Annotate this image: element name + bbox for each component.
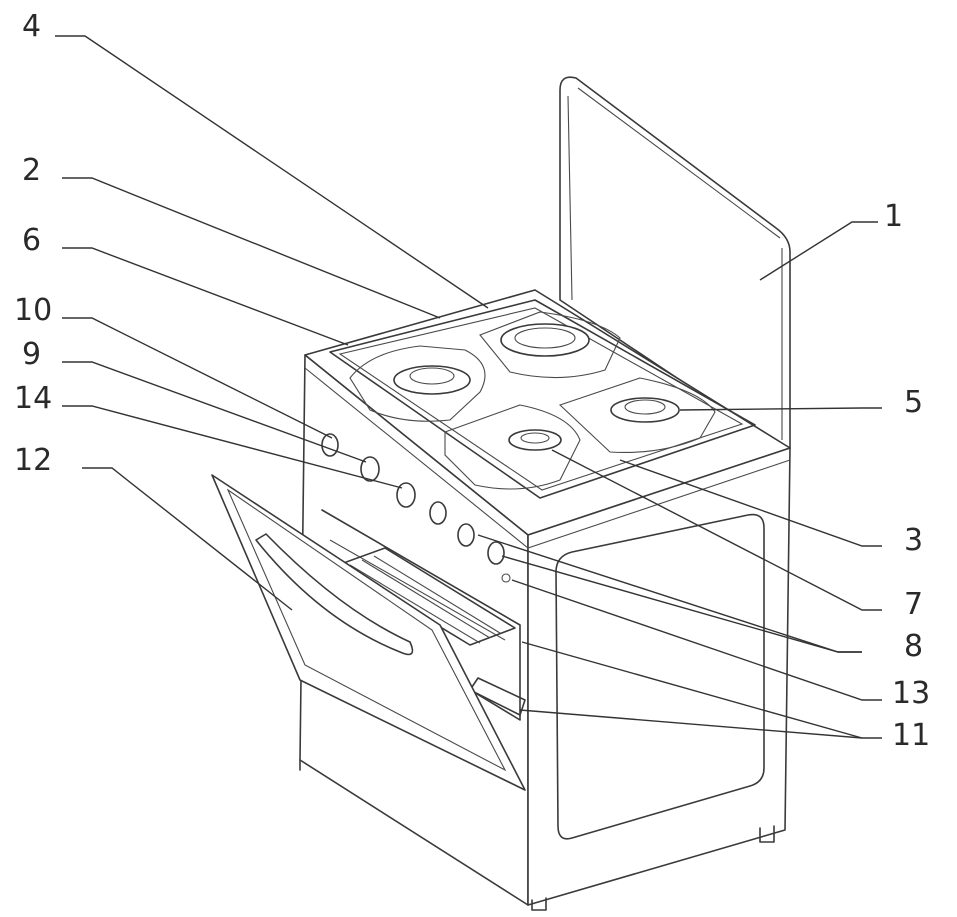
callout-14: 14 — [14, 381, 52, 416]
oven-racks — [337, 547, 526, 716]
burner-grates — [349, 311, 716, 490]
callout-4: 4 — [22, 9, 41, 44]
callout-3: 3 — [904, 523, 923, 558]
callout-6: 6 — [22, 223, 41, 258]
callout-5: 5 — [904, 385, 923, 420]
side-window — [555, 513, 765, 840]
control-knobs — [321, 433, 511, 583]
oven-door — [211, 474, 526, 791]
callout-11: 11 — [892, 718, 930, 753]
callout-7: 7 — [904, 587, 923, 622]
callout-9: 9 — [22, 337, 41, 372]
callout-12: 12 — [14, 443, 52, 478]
callout-1: 1 — [884, 199, 903, 234]
burner-caps — [393, 323, 680, 451]
callout-labels: 4 2 6 10 9 14 12 1 5 3 7 8 13 11 — [14, 9, 930, 753]
lid-panel — [559, 76, 791, 449]
callout-13: 13 — [892, 676, 930, 711]
callout-10: 10 — [14, 293, 52, 328]
callout-8: 8 — [904, 629, 923, 664]
callout-2: 2 — [22, 153, 41, 188]
hob-tray — [329, 299, 756, 499]
leader-lines — [55, 35, 882, 739]
